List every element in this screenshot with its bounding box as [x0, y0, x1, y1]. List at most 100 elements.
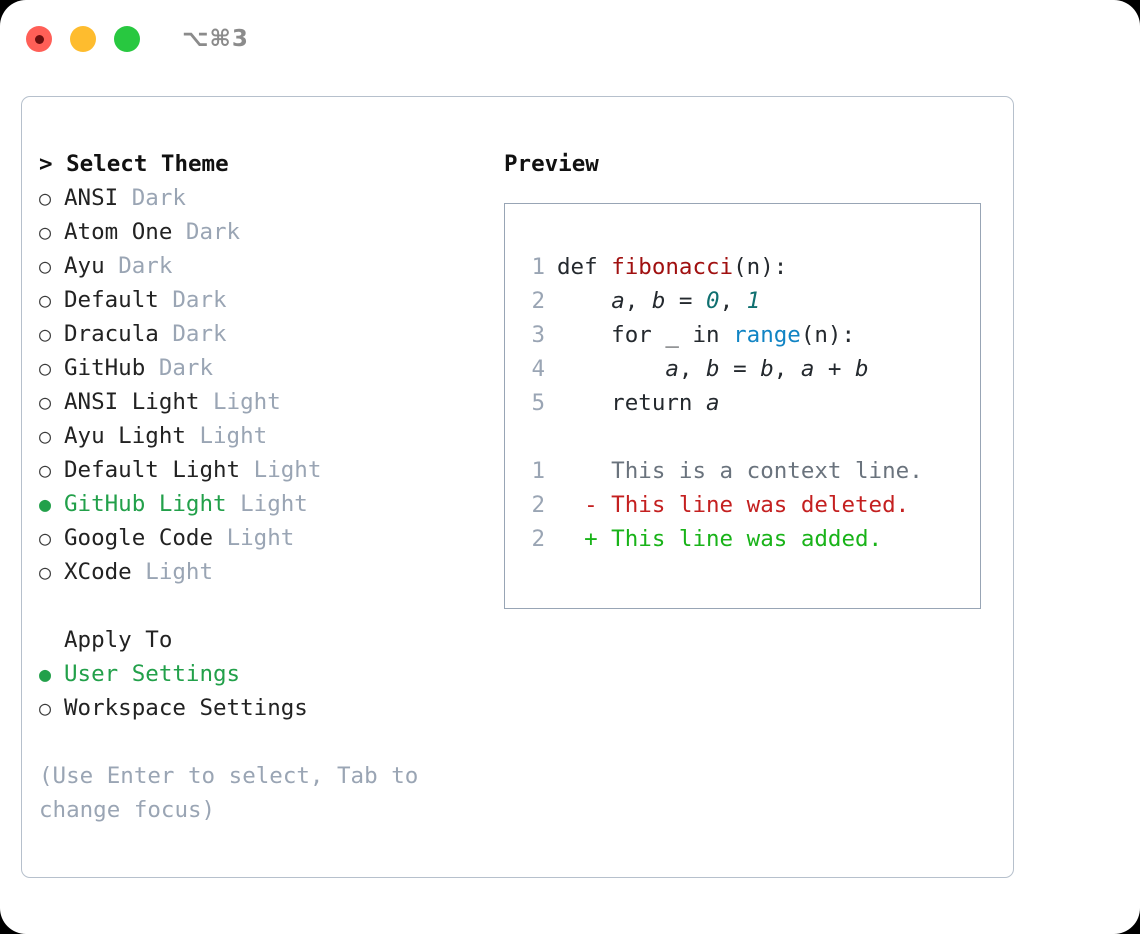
theme-name-label: Dracula — [64, 321, 173, 347]
panel-columns: > Select Theme ○ANSI Dark○Atom One Dark○… — [22, 97, 1013, 827]
code-token: , — [624, 288, 652, 314]
theme-list-item[interactable]: ○ANSI Dark — [39, 181, 482, 215]
diff-sample: 1 This is a context line. 2 - This line w… — [523, 454, 980, 556]
main-panel: > Select Theme ○ANSI Dark○Atom One Dark○… — [21, 96, 1014, 878]
line-number: 2 — [531, 492, 545, 518]
code-line-text: def fibonacci(n): — [557, 250, 787, 284]
radio-unselected-icon[interactable]: ○ — [39, 560, 52, 584]
maximize-button-icon[interactable] — [114, 26, 140, 52]
theme-category-label: Light — [213, 389, 281, 415]
radio-unselected-icon[interactable]: ○ — [39, 322, 52, 346]
theme-name-label: Default Light — [64, 457, 254, 483]
theme-name-label: Ayu — [64, 253, 119, 279]
code-token: , — [678, 356, 707, 382]
code-token: = — [665, 288, 707, 314]
radio-selected-icon[interactable]: ● — [39, 662, 52, 686]
keyboard-hint-text: (Use Enter to select, Tab to change focu… — [39, 763, 419, 823]
line-number: 1 — [531, 254, 545, 280]
code-line-text: a, b = 0, 1 — [557, 284, 760, 318]
code-token: a — [706, 390, 720, 416]
radio-unselected-icon[interactable]: ○ — [39, 458, 52, 482]
window-controls — [26, 26, 140, 52]
diff-line: 2 + This line was added. — [523, 522, 980, 556]
radio-unselected-icon[interactable]: ○ — [39, 696, 52, 720]
theme-name-label: Ayu Light — [64, 423, 200, 449]
code-token — [557, 288, 611, 314]
code-token: (n): — [733, 254, 788, 280]
code-token: 1 — [746, 288, 761, 314]
line-number: 2 — [531, 526, 545, 552]
radio-unselected-icon[interactable]: ○ — [39, 390, 52, 414]
theme-selector-column: > Select Theme ○ANSI Dark○Atom One Dark○… — [22, 147, 482, 827]
theme-category-label: Dark — [118, 253, 173, 279]
theme-list-item[interactable]: ○ Ayu Dark — [39, 249, 482, 283]
code-token: a — [665, 356, 679, 382]
theme-list-item[interactable]: ○XCode Light — [39, 555, 482, 589]
diff-line: 1 This is a context line. — [523, 454, 980, 488]
code-token: range — [733, 322, 801, 348]
theme-name-label: GitHub Light — [64, 491, 241, 517]
apply-to-header: Apply To — [64, 627, 173, 653]
line-number: 5 — [531, 390, 545, 416]
diff-line-text: - This line was deleted. — [557, 492, 910, 518]
code-token: b — [760, 356, 774, 382]
theme-category-label: Light — [253, 457, 322, 483]
close-button-icon[interactable] — [26, 26, 52, 52]
code-token: a — [800, 356, 815, 382]
diff-line-text: + This line was added. — [557, 526, 883, 552]
theme-list-item[interactable]: ○Default Dark — [39, 283, 482, 317]
code-token: , — [773, 356, 801, 382]
theme-category-label: Dark — [172, 287, 227, 313]
code-line-text: return a — [557, 386, 720, 420]
code-line: 1 def fibonacci(n): — [523, 250, 980, 284]
theme-list-item[interactable]: ○Dracula Dark — [39, 317, 482, 351]
apply-to-label: Workspace Settings — [64, 695, 308, 721]
theme-list[interactable]: ○ANSI Dark○Atom One Dark○Ayu Dark○Defaul… — [39, 181, 482, 589]
theme-name-label: Atom One — [64, 219, 186, 245]
apply-to-label: User Settings — [64, 661, 241, 687]
line-number: 1 — [531, 458, 545, 484]
code-token: b — [855, 356, 869, 382]
theme-list-item[interactable]: ○ Atom One Dark — [39, 215, 482, 249]
theme-list-item[interactable]: ○ Default Light Light — [39, 453, 482, 487]
code-token: + — [814, 356, 856, 382]
radio-unselected-icon[interactable]: ○ — [39, 288, 52, 312]
line-number: 3 — [531, 322, 545, 348]
preview-header: Preview — [504, 151, 599, 177]
theme-list-item[interactable]: ○Ayu Light Light — [39, 419, 482, 453]
apply-to-options[interactable]: ● User Settings ○ Workspace Settings — [39, 657, 482, 725]
theme-name-label: ANSI Light — [64, 389, 214, 415]
apply-to-option[interactable]: ○ Workspace Settings — [39, 691, 482, 725]
radio-unselected-icon[interactable]: ○ — [39, 186, 52, 210]
code-line: 3 for _ in range(n): — [523, 318, 980, 352]
minimize-button-icon[interactable] — [70, 26, 96, 52]
diff-line-text: This is a context line. — [557, 458, 923, 484]
theme-category-label: Light — [240, 491, 308, 517]
radio-unselected-icon[interactable]: ○ — [39, 220, 52, 244]
code-line-text: for _ in range(n): — [557, 318, 855, 352]
keyboard-shortcut-label: ⌥⌘3 — [182, 26, 249, 52]
recording-indicator-icon — [34, 34, 44, 44]
code-token: = — [719, 356, 761, 382]
theme-list-item[interactable]: ○Google Code Light — [39, 521, 482, 555]
code-token: , — [719, 288, 747, 314]
radio-selected-icon[interactable]: ● — [39, 492, 52, 516]
code-token: a — [611, 288, 625, 314]
theme-list-item[interactable]: ● GitHub Light Light — [39, 487, 482, 521]
radio-unselected-icon[interactable]: ○ — [39, 254, 52, 278]
theme-category-label: Dark — [185, 219, 241, 245]
radio-unselected-icon[interactable]: ○ — [39, 424, 52, 448]
radio-unselected-icon[interactable]: ○ — [39, 526, 52, 550]
theme-category-label: Light — [145, 559, 214, 585]
radio-unselected-icon[interactable]: ○ — [39, 356, 52, 380]
code-token: b — [651, 288, 666, 314]
theme-list-item[interactable]: ○GitHub Dark — [39, 351, 482, 385]
code-line-text: a, b = b, a + b — [557, 352, 869, 386]
theme-category-label: Dark — [158, 355, 214, 381]
code-token — [557, 356, 665, 382]
apply-to-option[interactable]: ● User Settings — [39, 657, 482, 691]
theme-name-label: Google Code — [64, 525, 227, 551]
theme-list-item[interactable]: ○ ANSI Light Light — [39, 385, 482, 419]
title-bar: ⌥⌘3 — [0, 0, 1140, 78]
